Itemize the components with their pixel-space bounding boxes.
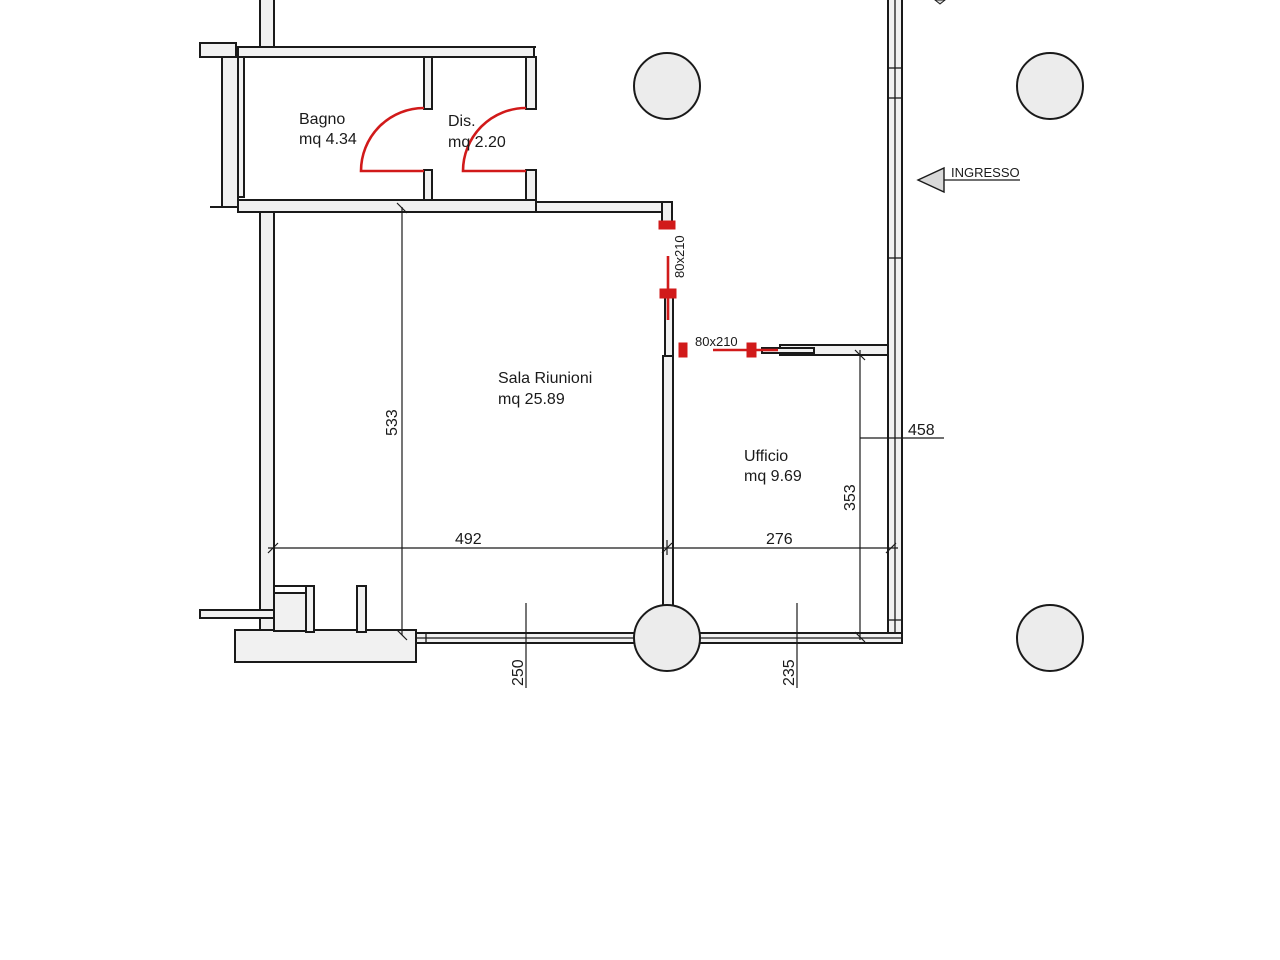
room-labels: Bagno mq 4.34 Dis. mq 2.20 Sala Riunioni… <box>299 111 802 485</box>
door-sliding-vertical-handle <box>659 288 677 299</box>
dim-533-tick-top <box>396 202 408 214</box>
room-dis-area: mq 2.20 <box>448 134 506 151</box>
room-bagno-area: mq 4.34 <box>299 131 357 148</box>
wall-lower-left-slab <box>234 629 417 663</box>
dim-250-label: 250 <box>510 659 527 686</box>
walls <box>199 0 903 663</box>
column-bottom-center <box>633 604 701 672</box>
entrance-marker: INGRESSO <box>916 165 1020 194</box>
wall-bagno-dis-partition-bottom <box>423 169 433 203</box>
wall-dis-right-bottom <box>525 169 537 203</box>
entrance-label: INGRESSO <box>951 165 1020 180</box>
dim-353-tick-bottom <box>854 631 866 643</box>
entrance-arrow-icon <box>916 166 945 194</box>
wall-top-left-stub <box>259 0 275 48</box>
room-sala-name: Sala Riunioni <box>498 370 592 387</box>
dim-533-tick-bottom <box>396 629 408 641</box>
wall-lower-left-riser-2 <box>305 585 315 633</box>
room-bagno-name: Bagno <box>299 111 345 128</box>
dim-492-label: 492 <box>455 531 482 548</box>
wall-bagno-dis-partition-top <box>423 56 433 110</box>
dim-458-label: 458 <box>908 422 935 439</box>
door-sliding-vertical-top <box>658 220 676 230</box>
door-sliding-vertical-stop <box>678 342 688 358</box>
wall-bagno-left <box>237 56 245 198</box>
room-ufficio-area: mq 9.69 <box>744 468 802 485</box>
wall-bagno-bottom <box>237 199 537 213</box>
wall-lower-left-stub <box>199 609 275 619</box>
door-labels: 80x210 80x210 <box>672 235 738 349</box>
wall-left-upper-stub <box>199 42 237 58</box>
dim-353-label: 353 <box>842 484 859 511</box>
room-sala-area: mq 25.89 <box>498 391 565 408</box>
dim-276-label: 276 <box>766 531 793 548</box>
room-ufficio-name: Ufficio <box>744 448 788 465</box>
wall-lower-left-riser-3 <box>356 585 367 633</box>
columns <box>633 52 1084 672</box>
wall-lower-left-riser-1 <box>273 592 307 632</box>
wall-left-outer-a <box>221 56 239 208</box>
wall-bagno-top <box>237 46 535 58</box>
dim-492-tick-left <box>267 542 279 554</box>
room-dis-name: Dis. <box>448 113 476 130</box>
door-bagno-swing <box>359 106 425 173</box>
dimension-labels: 533 492 276 353 458 250 235 <box>384 409 935 686</box>
column-top-right <box>1016 52 1084 120</box>
dim-235-label: 235 <box>781 659 798 686</box>
wall-partition-lower <box>662 355 674 607</box>
wall-sala-left <box>259 211 275 633</box>
door-dis-swing <box>461 106 527 173</box>
doors <box>359 106 778 358</box>
dimension-lines <box>267 202 944 688</box>
wall-sala-top <box>535 201 673 213</box>
dim-533-label: 533 <box>384 409 401 436</box>
dim-276-tick-right <box>885 542 897 554</box>
door-vertical-label: 80x210 <box>672 235 687 278</box>
column-bottom-right <box>1016 604 1084 672</box>
north-arrow-fragment-icon <box>934 0 946 5</box>
door-sliding-horizontal-handle <box>746 342 757 358</box>
door-horizontal-label: 80x210 <box>695 334 738 349</box>
column-top-center <box>633 52 701 120</box>
wall-dis-right-top <box>525 56 537 110</box>
dim-353-tick-top <box>854 349 866 361</box>
